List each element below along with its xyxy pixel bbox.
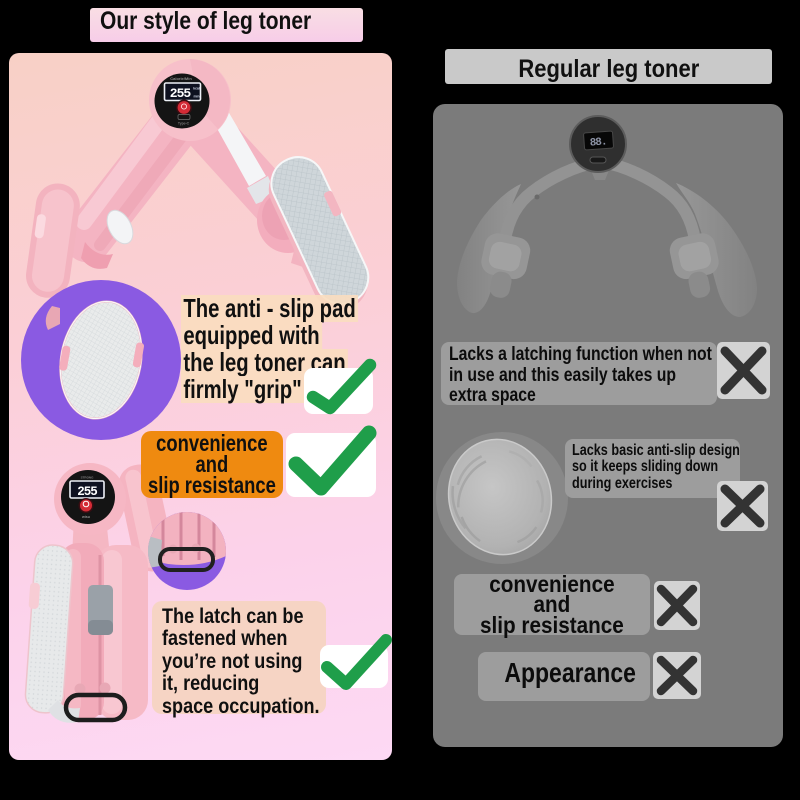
svg-text:Calorie/Min: Calorie/Min — [170, 76, 192, 81]
svg-text:wisu: wisu — [81, 515, 90, 519]
svg-text:255: 255 — [170, 86, 192, 101]
svg-text:kcal: kcal — [193, 87, 200, 91]
svg-text:Type-C: Type-C — [178, 122, 190, 126]
svg-text:STRONG: STRONG — [81, 476, 95, 480]
svg-text:88.: 88. — [589, 136, 607, 149]
svg-text:255: 255 — [77, 485, 97, 499]
svg-text:min: min — [193, 95, 199, 99]
